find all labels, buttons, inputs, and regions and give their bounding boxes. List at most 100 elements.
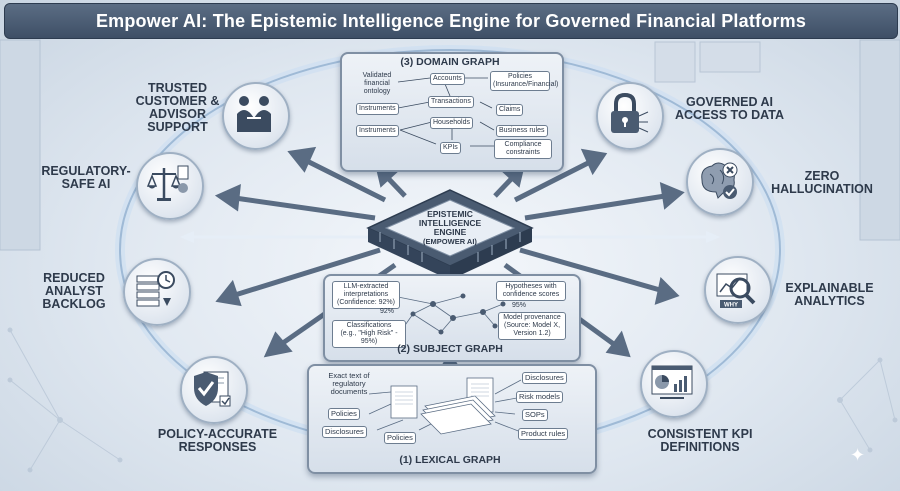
lexical-node-policies-bottom: Policies <box>384 432 416 444</box>
benefit-text: CUSTOMER & <box>135 94 220 108</box>
benefit-text: SAFE AI <box>61 177 111 191</box>
engine-label: EPISTEMIC INTELLIGENCE ENGINE (EMPOWER A… <box>394 210 506 247</box>
domain-node-accounts: Accounts <box>430 73 465 85</box>
benefit-consistent-kpi: CONSISTENT KPI DEFINITIONS <box>635 428 765 454</box>
engine-chip <box>366 189 534 280</box>
subject-node-provenance: Model provenance (Source: Model X, Versi… <box>498 312 566 340</box>
node-text: regulatory <box>332 379 366 388</box>
benefit-text: SUPPORT <box>147 120 208 134</box>
node-text: (Source: Model X, <box>503 322 561 329</box>
engine-text: INTELLIGENCE <box>418 218 482 228</box>
brain-icon <box>701 162 738 199</box>
domain-node-compliance: Compliance constraints <box>494 139 552 159</box>
benefit-text: RESPONSES <box>178 440 257 454</box>
benefit-text: EXPLAINABLE <box>785 281 874 295</box>
scales-circle <box>136 152 204 220</box>
node-text: ontology <box>363 88 391 95</box>
node-text: interpretations <box>343 291 389 298</box>
benefit-text: CONSISTENT KPI <box>647 427 753 441</box>
subject-graph-label: (2) SUBJECT GRAPH <box>397 343 503 355</box>
lexical-node-sops: SOPs <box>522 409 548 421</box>
domain-node-instruments-bottom: Instruments <box>356 125 399 137</box>
document-stack-clock-icon <box>136 271 175 307</box>
benefit-text: HALLUCINATION <box>771 182 873 196</box>
domain-node-instruments-top: Instruments <box>356 103 399 115</box>
benefit-text: ADVISOR <box>149 107 206 121</box>
benefit-text: DEFINITIONS <box>660 440 740 454</box>
subject-pct-92: 92% <box>380 308 395 315</box>
lexical-documents <box>368 377 522 435</box>
benefit-zero-hallucination: ZERO HALLUCINATION <box>762 170 882 196</box>
node-text: documents <box>330 387 368 396</box>
title-bar: Empower AI: The Epistemic Intelligence E… <box>4 3 898 39</box>
node-text: Compliance <box>504 141 542 148</box>
node-text: (Confidence: 92%) <box>337 299 395 306</box>
lexical-node-policies-left: Policies <box>328 408 360 420</box>
kpi-circle <box>640 350 708 418</box>
benefit-reduced-backlog: REDUCED ANALYST BACKLOG <box>28 272 120 311</box>
node-text: Model provenance <box>503 314 561 321</box>
lexical-node-risk-models: Risk models <box>516 391 563 403</box>
node-text: Classifications <box>346 322 392 329</box>
node-text: LLM-extracted <box>343 283 389 290</box>
benefit-text: ACCESS TO DATA <box>674 108 785 122</box>
benefit-text: GOVERNED AI <box>685 95 774 109</box>
node-text: (Insurance/Financial) <box>493 81 559 88</box>
lexical-graph-label: (1) LEXICAL GRAPH <box>399 454 501 466</box>
shield-check-icon <box>194 371 231 407</box>
scales-of-justice-icon <box>146 165 189 201</box>
domain-node-claims: Claims <box>496 104 524 116</box>
benefit-text: ANALYTICS <box>794 294 865 308</box>
subject-node-hypotheses: Hypotheses with confidence scores <box>496 281 566 301</box>
node-text: constraints <box>506 149 540 156</box>
domain-node-business-rules: Business rules <box>496 125 548 137</box>
magnifier-chart-icon: WHY <box>716 273 756 309</box>
subject-pct-95: 95% <box>512 302 527 309</box>
domain-graph-label: (3) DOMAIN GRAPH <box>400 56 500 68</box>
benefit-text: POLICY-ACCURATE <box>157 427 278 441</box>
benefit-governed-access: GOVERNED AI ACCESS TO DATA <box>672 96 787 122</box>
node-text: financial <box>364 80 390 87</box>
node-text: Policies <box>507 73 533 80</box>
benefit-regulatory-safe-ai: REGULATORY- SAFE AI <box>40 165 132 191</box>
engine-text: ENGINE <box>433 227 467 237</box>
domain-node-kpis: KPIs <box>440 142 461 154</box>
benefit-explainable-analytics: EXPLAINABLE ANALYTICS <box>772 282 887 308</box>
lexical-node-disclosures-right: Disclosures <box>522 372 567 384</box>
policy-circle <box>180 356 248 424</box>
padlock-icon <box>611 92 649 133</box>
sparkle-icon: ✦ <box>850 445 866 465</box>
node-text: Version 1.2) <box>513 330 551 337</box>
lexical-node-disclosures-left: Disclosures <box>322 426 367 438</box>
benefit-text: BACKLOG <box>42 297 106 311</box>
domain-node-transactions: Transactions <box>428 96 474 108</box>
domain-validated-ontology: Validated financial ontology <box>352 72 402 96</box>
domain-node-households: Households <box>430 117 473 129</box>
domain-node-policies: Policies (Insurance/Financial) <box>490 71 559 91</box>
handshake-circle <box>222 82 290 150</box>
subject-node-llm: LLM-extracted interpretations (Confidenc… <box>332 281 400 309</box>
lock-circle <box>596 82 664 150</box>
node-text: (e.g., "High Risk" - 95%) <box>340 330 398 345</box>
node-text: Hypotheses with <box>505 283 557 290</box>
node-text: confidence scores <box>502 291 560 298</box>
benefit-text: REGULATORY- <box>41 164 131 178</box>
analytics-circle: WHY <box>704 256 772 324</box>
brain-circle <box>686 148 754 216</box>
lexical-exact-text: Exact text of regulatory documents <box>318 372 380 396</box>
benefit-trusted-support: TRUSTED CUSTOMER & ADVISOR SUPPORT <box>130 82 225 134</box>
node-text: Exact text of <box>328 371 370 380</box>
why-badge: WHY <box>724 303 738 309</box>
handshake-icon <box>237 96 271 132</box>
lexical-node-product-rules: Product rules <box>518 428 569 440</box>
backlog-circle <box>123 258 191 326</box>
benefit-text: REDUCED <box>43 271 105 285</box>
benefit-text: TRUSTED <box>147 81 208 95</box>
benefit-text: ZERO <box>804 169 840 183</box>
dashboard-icon <box>651 365 693 399</box>
benefit-text: ANALYST <box>45 284 103 298</box>
engine-text: (EMPOWER AI) <box>423 237 477 246</box>
node-text: Validated <box>362 72 392 79</box>
page-title: Empower AI: The Epistemic Intelligence E… <box>95 11 807 31</box>
